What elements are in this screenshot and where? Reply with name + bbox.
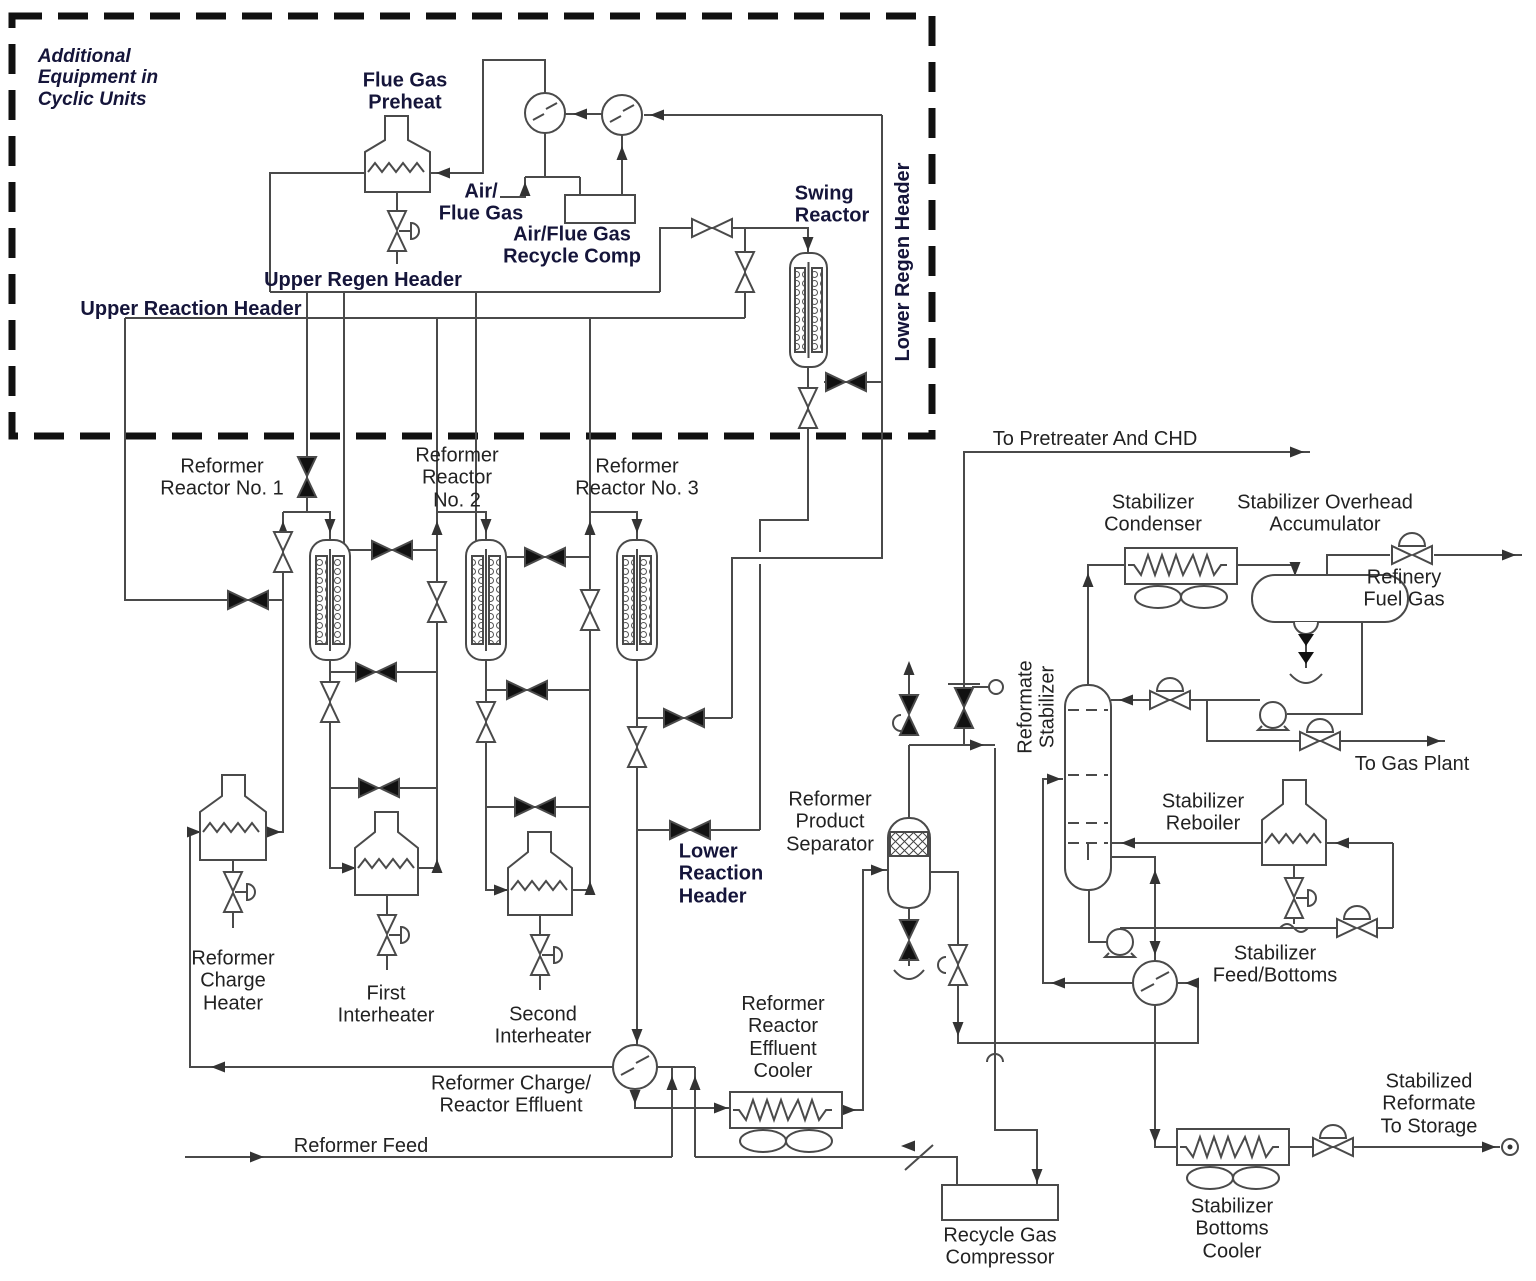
reformer-reactor-1-label: Reformer Reactor No. 1 [160, 455, 284, 500]
reformate-stabilizer-label: Reformate Stabilizer [1014, 660, 1059, 754]
reformer-reactor-3-label: Reformer Reactor No. 3 [575, 455, 699, 500]
stabilizer-feed-bottoms-exchanger [1132, 960, 1178, 1006]
to-gas-plant-label: To Gas Plant [1354, 752, 1470, 775]
stabilizer-condenser [1124, 547, 1238, 609]
air-flue-gas-label: Air/ Flue Gas [438, 180, 524, 225]
recycle-gas-compressor-box [904, 1144, 1059, 1221]
upper-reaction-header-label: Upper Reaction Header [80, 297, 302, 320]
regen-heat-exchanger-2 [601, 94, 643, 136]
reformer-charge-heater-label: Reformer Charge Heater [191, 947, 275, 1015]
refinery-fuel-gas-label: Refinery Fuel Gas [1363, 566, 1445, 611]
lower-regen-header-label: Lower Regen Header [891, 162, 914, 362]
recycle-gas-compressor-label: Recycle Gas Compressor [943, 1224, 1057, 1269]
reflux-pump [1255, 701, 1291, 731]
stabilizer-bottoms-cooler [1176, 1128, 1290, 1190]
upper-regen-header-label: Upper Regen Header [264, 268, 462, 291]
reformer-reactor-2-vessel [465, 539, 507, 661]
reformer-reactor-effluent-cooler [729, 1091, 843, 1153]
reformer-reactor-3-vessel [616, 539, 658, 661]
reformer-charge-reactor-effluent-exchanger [612, 1044, 658, 1090]
second-interheater-label: Second Interheater [494, 1003, 592, 1048]
cyclic-units-boundary [8, 12, 936, 440]
reformer-reactor-2-label: Reformer Reactor No. 2 [415, 444, 499, 512]
stabilized-reformate-label: Stabilized Reformate To Storage [1380, 1070, 1478, 1138]
lower-reaction-header-label: Lower Reaction Header [678, 840, 764, 908]
stabilizer-condenser-label: Stabilizer Condenser [1104, 491, 1202, 536]
stabilizer-bottoms-cooler-label: Stabilizer Bottoms Cooler [1190, 1195, 1274, 1263]
stabilizer-reboiler-label: Stabilizer Reboiler [1161, 790, 1245, 835]
effluent-cooler-label: Reformer Reactor Effluent Cooler [741, 993, 825, 1083]
reformate-stabilizer-column [1064, 684, 1112, 891]
swing-reactor-label: Swing Reactor [794, 182, 870, 227]
flue-gas-preheat-label: Flue Gas Preheat [362, 69, 448, 114]
charge-reactor-effluent-label: Reformer Charge/ Reactor Effluent [430, 1072, 592, 1117]
stabilizer-reboiler-furnace [1261, 779, 1327, 933]
reformer-charge-heater-furnace [199, 774, 267, 928]
reformer-product-separator-vessel [887, 817, 931, 980]
first-interheater-label: First Interheater [337, 982, 435, 1027]
swing-reactor-vessel [789, 252, 828, 368]
valves [227, 218, 1433, 1157]
line-instruments [986, 679, 1519, 1156]
recycle-comp-label: Air/Flue Gas Recycle Comp [503, 223, 641, 268]
reformer-feed-label: Reformer Feed [293, 1134, 429, 1157]
stabilizer-feed-bottoms-label: Stabilizer Feed/Bottoms [1212, 942, 1338, 987]
regen-heat-exchanger-1 [524, 92, 566, 134]
stabilizer-overhead-accumulator-label: Stabilizer Overhead Accumulator [1237, 491, 1413, 536]
stabilizer-overhead-accumulator-drum [1251, 574, 1409, 684]
to-pretreater-label: To Pretreater And CHD [992, 427, 1198, 450]
second-interheater-furnace [507, 831, 573, 990]
stabilizer-bottoms-pump [1102, 928, 1138, 958]
reformer-product-separator-label: Reformer Product Separator [786, 788, 874, 856]
air-flue-gas-recycle-compressor [564, 194, 636, 224]
additional-equipment-label: Additional Equipment in Cyclic Units [37, 46, 159, 110]
first-interheater-furnace [354, 811, 419, 970]
flue-gas-preheat-furnace [364, 115, 431, 264]
reformer-reactor-1-vessel [309, 539, 351, 661]
